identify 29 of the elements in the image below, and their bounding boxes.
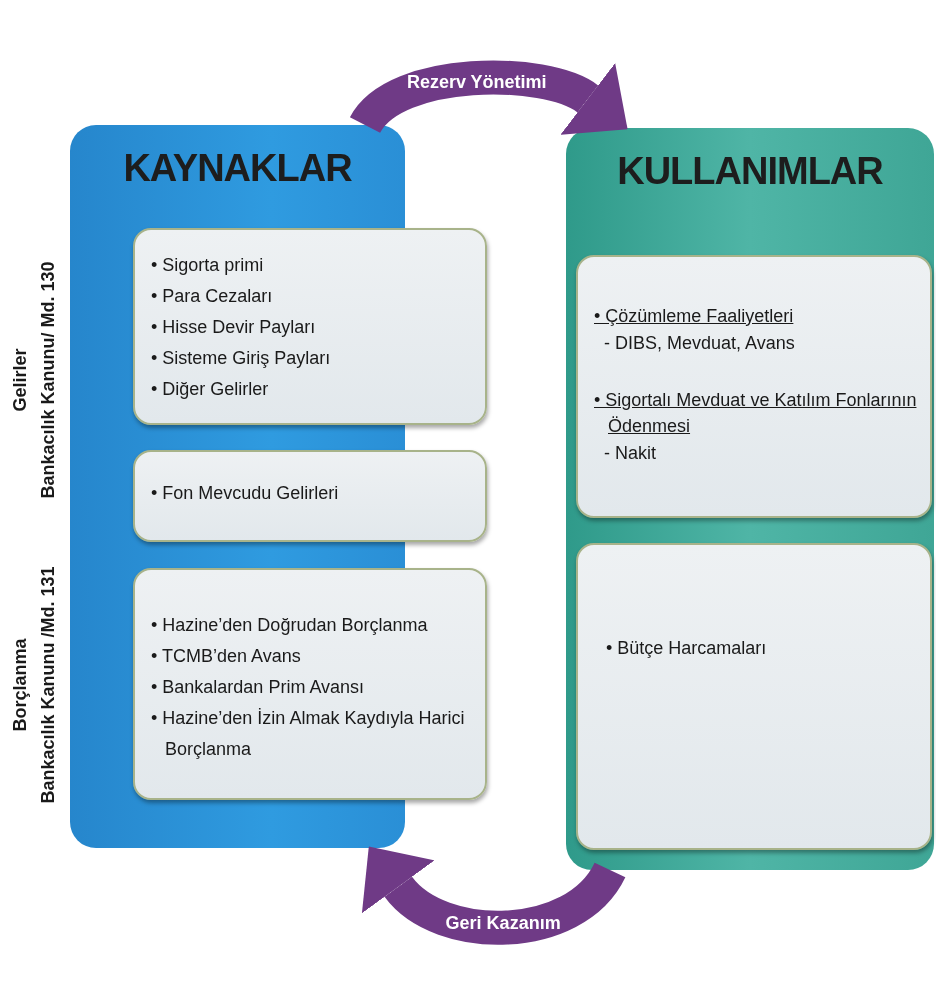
list-item: • Sigortalı Mevduat ve Katılım Fonlarının Ödenmesi <box>594 389 918 438</box>
list-item: • Sigorta primi <box>151 254 265 277</box>
list-item: • Fon Mevcudu Gelirleri <box>151 482 340 505</box>
bracket-label: Bankacılık Kanunu /Md. 131 <box>37 566 59 804</box>
list-item: • Hisse Devir Payları <box>151 316 317 339</box>
panel-heading: KULLANIMLAR <box>616 150 884 193</box>
content-box <box>576 255 932 518</box>
column-panel <box>566 128 934 870</box>
list-item: • Çözümleme Faaliyetleri <box>594 305 795 328</box>
list-item: • Bankalardan Prim Avansı <box>151 676 366 699</box>
content-box <box>576 543 932 850</box>
bracket-label: Bankacılık Kanunu/ Md. 130 <box>37 261 59 499</box>
edge-label: Rezerv Yönetimi <box>406 71 547 93</box>
edge-label: Geri Kazanım <box>445 912 561 934</box>
content-box <box>133 568 487 800</box>
content-box <box>133 228 487 425</box>
content-box <box>133 450 487 542</box>
sub-item: - Nakit <box>604 442 657 465</box>
list-item: • Para Cezaları <box>151 285 274 308</box>
list-item: • Diğer Gelirler <box>151 378 270 401</box>
list-item: • Hazine’den Doğrudan Borçlanma <box>151 614 429 637</box>
list-item: • TCMB’den Avans <box>151 645 302 668</box>
bracket-label: Gelirler <box>9 348 31 412</box>
sub-item: - DIBS, Mevduat, Avans <box>604 332 796 355</box>
list-item: • Bütçe Harcamaları <box>606 637 768 660</box>
list-item: • Sisteme Giriş Payları <box>151 347 332 370</box>
panel-heading: KAYNAKLAR <box>122 147 353 190</box>
list-item: • Hazine’den İzin Almak Kaydıyla Harici Borçlanma <box>151 707 465 761</box>
bracket-label: Borçlanma <box>9 638 31 732</box>
